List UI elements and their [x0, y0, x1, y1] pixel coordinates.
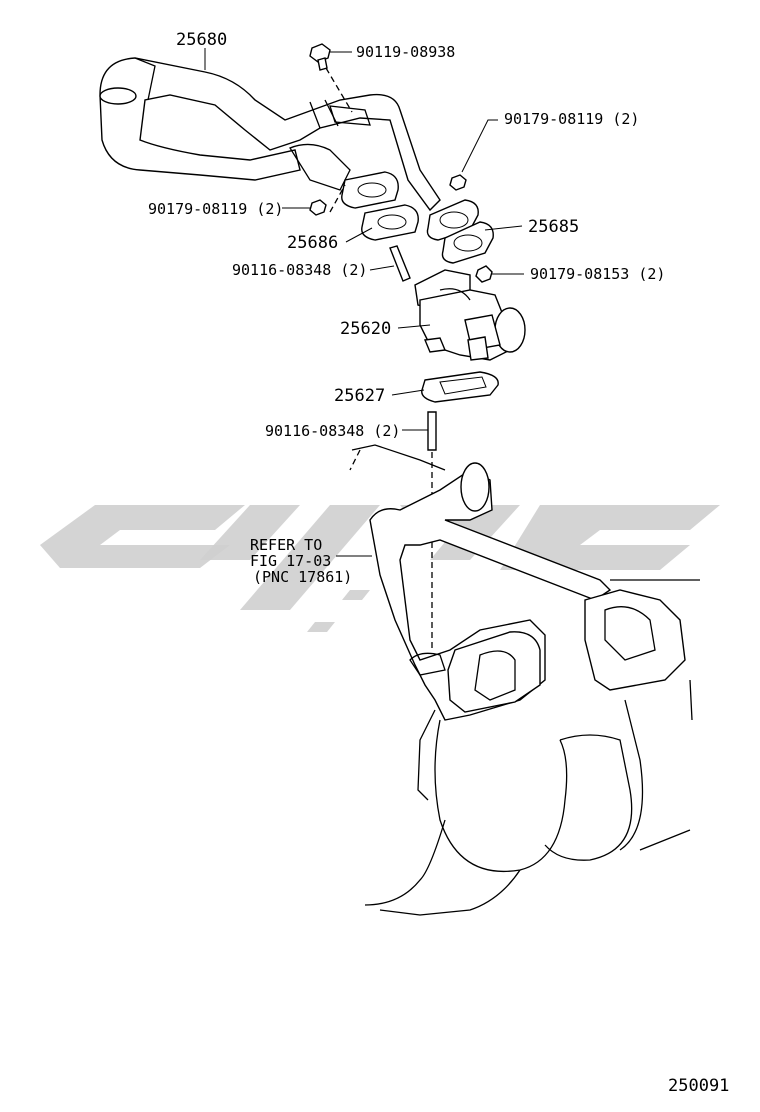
callout-90116-08348-upper: 90116-08348 (2) [232, 261, 367, 279]
diagram-number: 250091 [668, 1076, 729, 1096]
egr-pipe-25680 [99, 57, 441, 212]
reference-line-2: FIG 17-03 [250, 552, 331, 570]
callout-90179-08119-upper: 90179-08119 (2) [504, 110, 639, 128]
leader-lines [204, 48, 524, 557]
reference-line-3: (PNC 17861) [253, 568, 352, 586]
fasteners [309, 43, 493, 451]
callout-90116-08348-lower: 90116-08348 (2) [265, 422, 400, 440]
callout-labels: 25680 90119-08938 90179-08119 (2) 90179-… [148, 30, 665, 440]
callout-90119-08938: 90119-08938 [356, 43, 455, 61]
callout-90179-08153: 90179-08153 (2) [530, 265, 665, 283]
egr-valve-25620 [414, 269, 526, 361]
callout-25620: 25620 [340, 319, 391, 339]
callout-90179-08119-lower: 90179-08119 (2) [148, 200, 283, 218]
watermark-logo [40, 505, 720, 632]
reference-line-1: REFER TO [250, 536, 322, 554]
alignment-lines [325, 67, 433, 650]
callout-25685: 25685 [528, 217, 579, 237]
callout-25686: 25686 [287, 233, 338, 253]
gasket-25686 [341, 171, 419, 241]
callout-25627: 25627 [334, 386, 385, 406]
reference-note: REFER TO FIG 17-03 (PNC 17861) [250, 536, 352, 586]
gasket-25627 [421, 371, 499, 403]
gasket-25685 [426, 199, 494, 264]
intake-manifold [351, 444, 700, 916]
callout-25680: 25680 [176, 30, 227, 50]
